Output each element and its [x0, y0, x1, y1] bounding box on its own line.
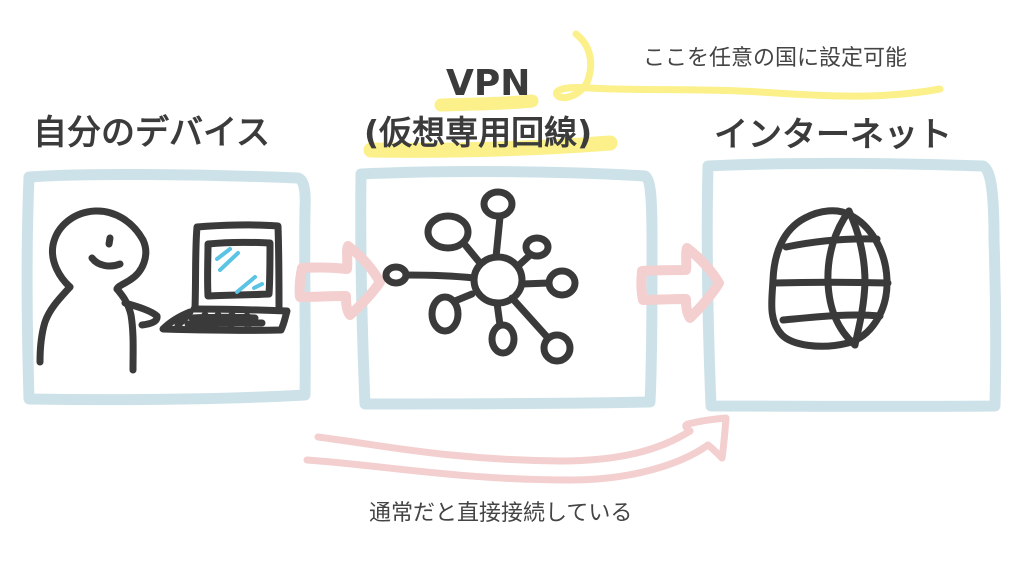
vpn-box — [355, 166, 658, 410]
direct-arrow-head — [682, 414, 730, 462]
hub-node-upper-right — [522, 234, 552, 260]
annotation-curl-line — [553, 30, 944, 102]
person-right-body — [113, 285, 137, 374]
laptop-screen-shine-1 — [215, 247, 232, 261]
hub-node-top — [480, 188, 516, 220]
hub-link-right — [518, 279, 553, 288]
arrow-vpn-to-internet — [636, 243, 724, 323]
hub-node-bottom — [488, 321, 518, 357]
person-head-outline — [48, 207, 150, 293]
vpn-sub-highlight-stroke — [363, 135, 618, 158]
globe-meridian-left — [824, 207, 859, 349]
hub-node-right — [545, 267, 579, 299]
device-box-frame — [21, 168, 311, 406]
laptop-icon — [159, 221, 291, 334]
globe-parallel-top — [782, 235, 881, 251]
vpn-subtitle: (仮想専用回線) — [364, 113, 593, 152]
globe-parallel-middle — [770, 278, 892, 287]
vpn-country-note: ここを任意の国に設定可能 — [643, 46, 908, 71]
hub-link-top — [492, 213, 504, 261]
laptop-keys — [174, 310, 266, 331]
arrow-device-to-vpn — [294, 241, 385, 320]
person-smile — [88, 254, 124, 270]
laptop-keyboard-base — [159, 305, 291, 334]
laptop-screen-shine-3 — [235, 275, 257, 294]
device-title: 自分のデバイス — [33, 113, 270, 153]
direct-connection-arrow — [303, 414, 730, 484]
internet-box-frame — [701, 157, 1002, 412]
internet-title: インターネット — [714, 115, 952, 155]
person-arm — [121, 299, 161, 329]
globe-parallel-bottom — [779, 311, 884, 324]
hub-link-left — [402, 271, 478, 282]
globe-meridian-right — [845, 207, 869, 349]
hub-node-bottom-right — [540, 331, 574, 365]
hub-node-upper-left — [424, 212, 472, 252]
person-icon — [36, 207, 161, 374]
hub-link-bottom — [493, 299, 504, 329]
hub-link-lower-left — [451, 290, 476, 305]
hub-node-lower-left — [428, 293, 462, 335]
direct-arrow-lower-line — [303, 441, 712, 484]
globe-icon — [768, 207, 892, 350]
direct-arrow-upper-line — [314, 427, 694, 465]
vpn-title: VPN — [446, 63, 531, 104]
internet-box — [701, 157, 1002, 412]
hub-link-upper-right — [514, 252, 533, 270]
laptop-screen-shine-4 — [252, 282, 264, 290]
vpn-highlight-stroke — [434, 94, 539, 112]
vpn-title-highlight — [363, 94, 618, 158]
network-hub-icon — [382, 188, 579, 365]
vpn-box-frame — [355, 166, 658, 410]
hub-link-upper-left — [462, 242, 484, 267]
device-box — [21, 168, 311, 406]
hub-link-bottom-right — [508, 294, 552, 342]
laptop-screen-outer — [191, 221, 283, 312]
person-eye — [105, 234, 114, 248]
person-left-body — [36, 283, 74, 366]
laptop-screen-inner — [204, 238, 274, 300]
direct-connection-note: 通常だと直接接続している — [369, 501, 633, 526]
laptop-screen-shine-2 — [218, 251, 240, 272]
